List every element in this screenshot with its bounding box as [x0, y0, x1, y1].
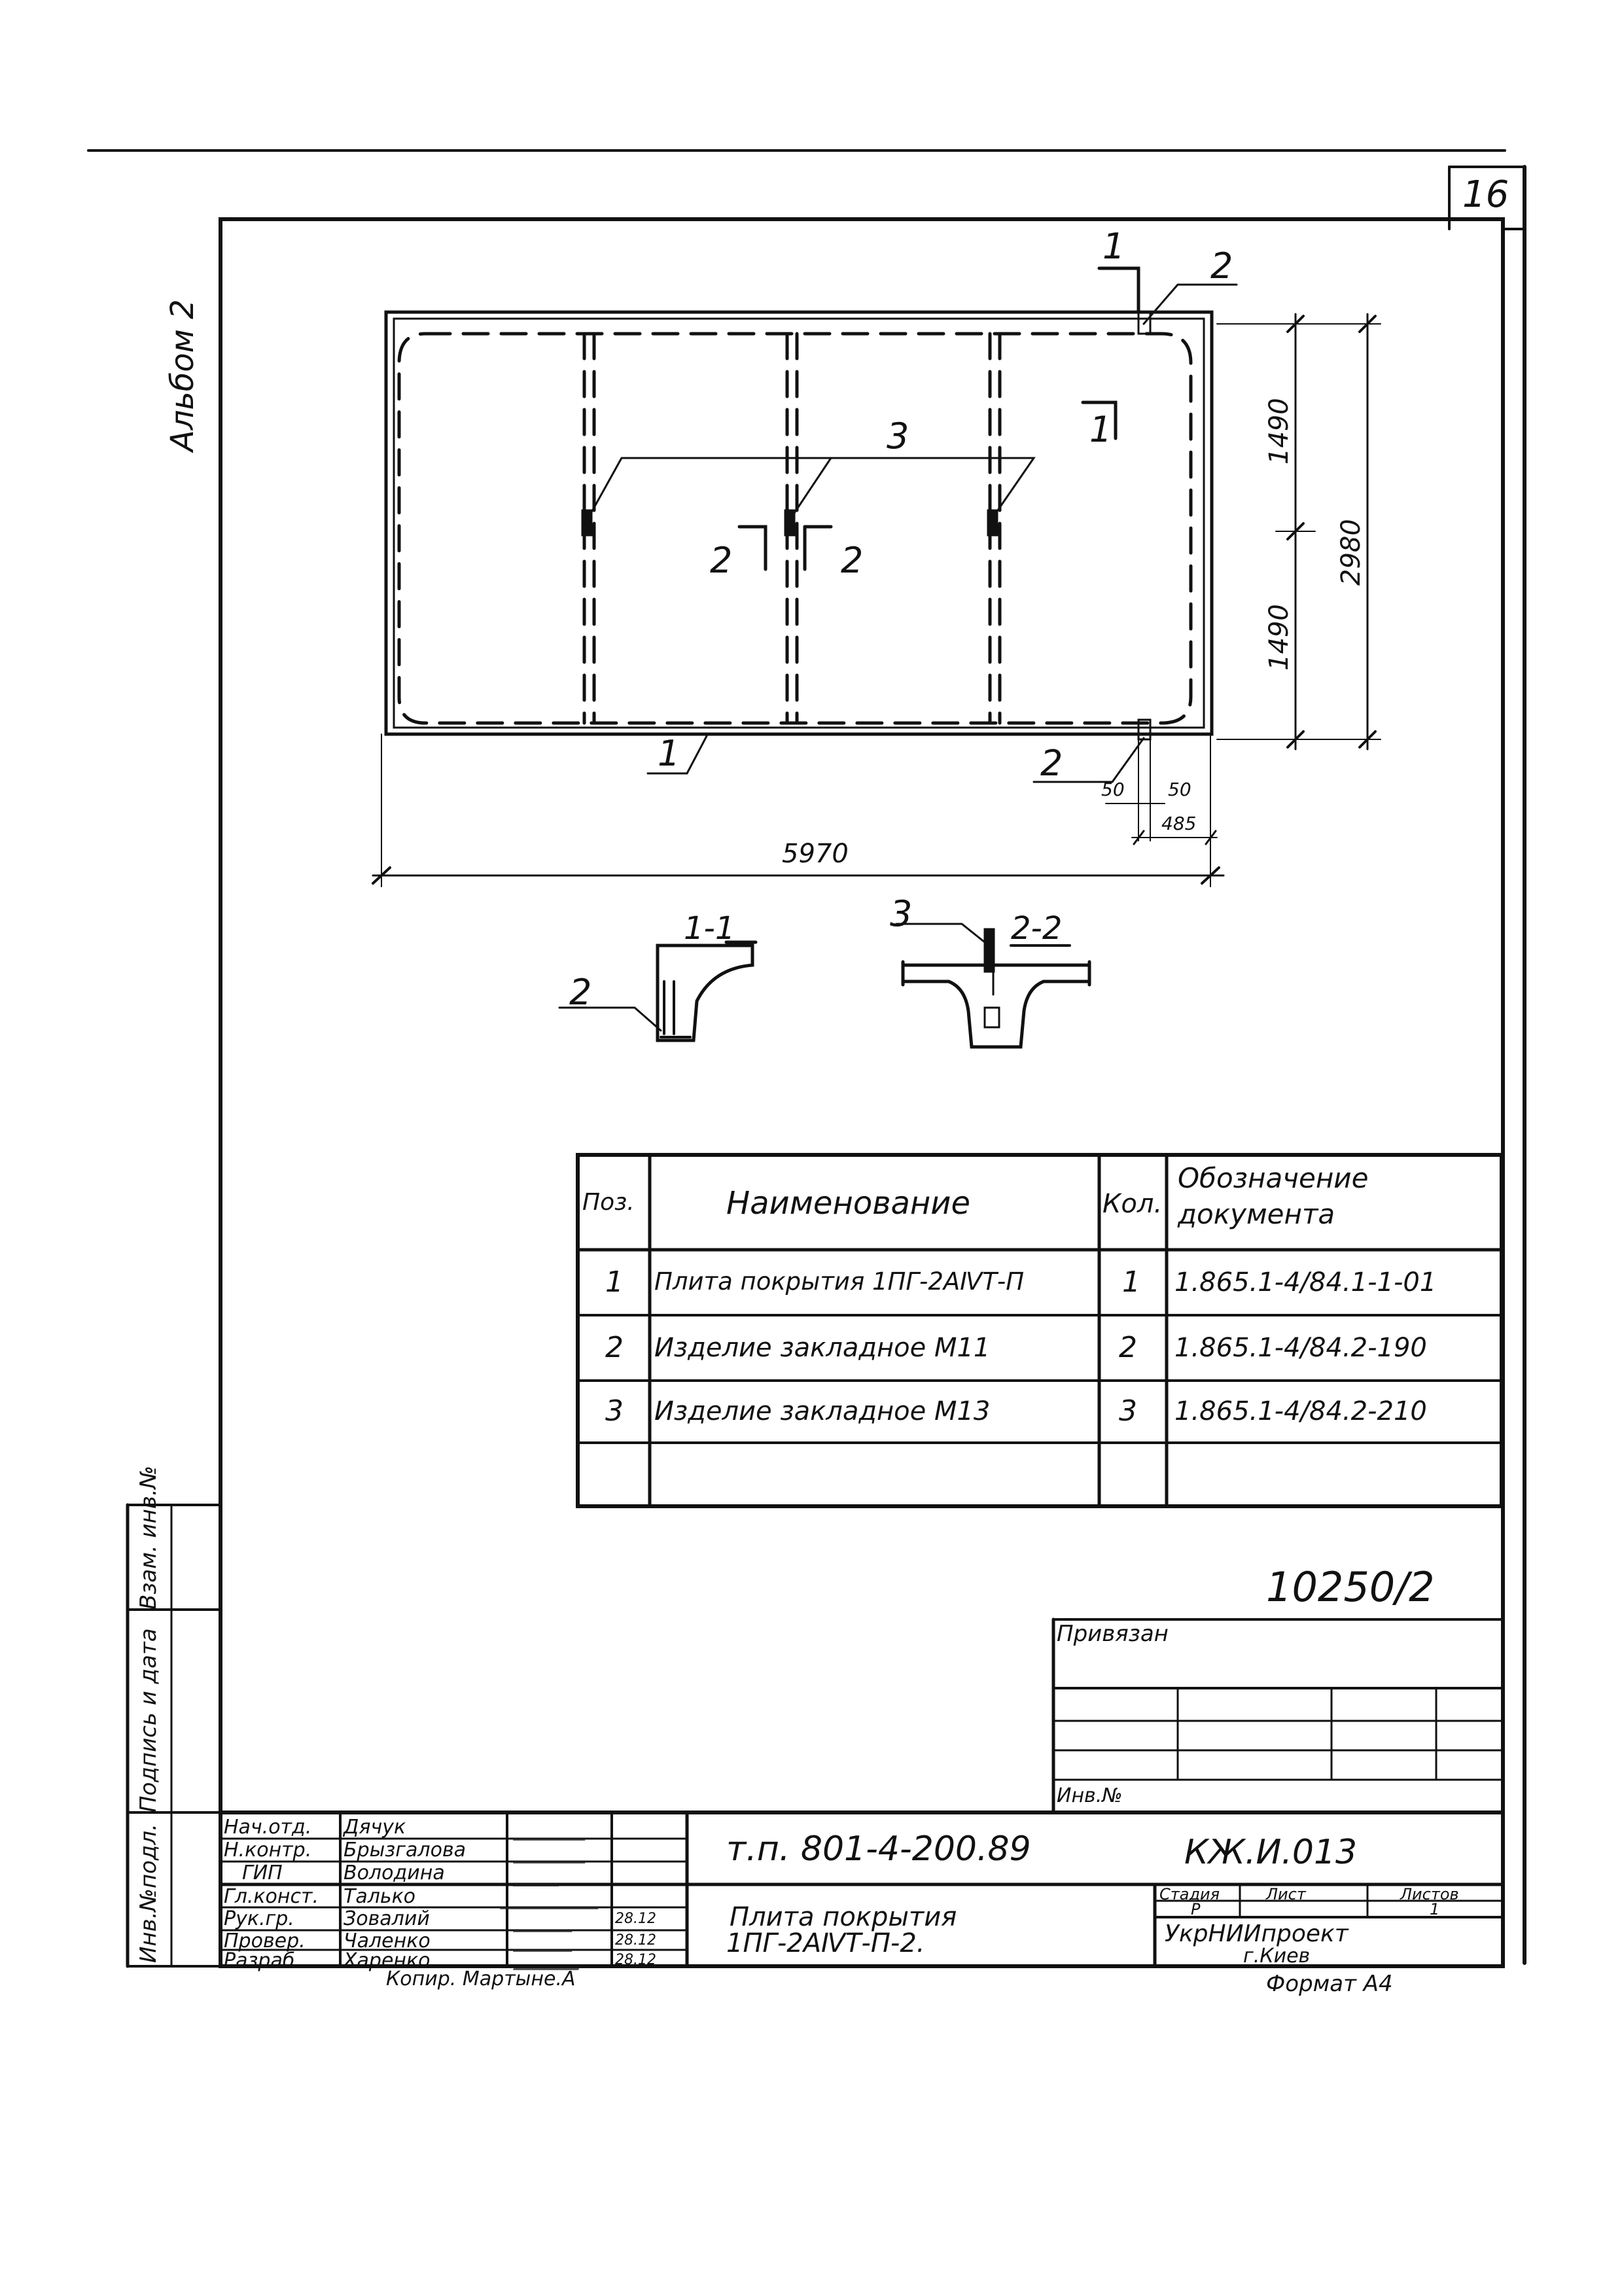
cut-1-bottom-label: 1: [1089, 409, 1112, 450]
table-row-3-qty: 3: [1119, 1394, 1137, 1428]
drawing-title-line1: Плита покрытия: [730, 1902, 957, 1932]
project-code: т.п. 801-4-200.89: [726, 1829, 1031, 1869]
staff-name: Талько: [344, 1885, 416, 1908]
staff-name: Дячук: [344, 1816, 406, 1839]
cut-2-left-label: 2: [710, 540, 733, 581]
dim-edge-a: 50: [1101, 779, 1125, 800]
binding-inv-label: Инв.№: [1057, 1784, 1123, 1807]
sheet-number: 16: [1462, 173, 1509, 216]
staff-name: Чаленко: [344, 1930, 431, 1952]
staff-role: ГИП: [242, 1862, 283, 1884]
table-row-2-doc: 1.865.1-4/84.2-190: [1174, 1333, 1427, 1363]
drawing-title-line2: 1ПГ-2АⅣТ-П-2.: [726, 1928, 925, 1958]
album-label: Альбом 2: [164, 299, 201, 451]
table-header-doc-line1: Обозначение: [1178, 1162, 1369, 1194]
signature-scribble: [512, 1911, 580, 1932]
pos-1-label: 1: [658, 733, 680, 774]
table-row-1-name: Плита покрытия 1ПГ-2АⅣТ-П: [654, 1267, 1025, 1296]
table-row-1-doc: 1.865.1-4/84.1-1-01: [1174, 1267, 1437, 1298]
staff-date: 28.12: [615, 1911, 656, 1927]
dim-edge-b: 50: [1168, 779, 1191, 800]
staff-role: Н.контр.: [224, 1839, 312, 1862]
drawing-code: КЖ.И.013: [1184, 1833, 1358, 1872]
signature-scribble: [512, 1842, 593, 1863]
table-row-1-pos: 1: [605, 1265, 624, 1299]
dim-edge-c: 485: [1161, 813, 1197, 834]
section-1-pos-label: 2: [569, 972, 592, 1013]
table-row-3-pos: 3: [605, 1394, 624, 1428]
dim-half-bottom: 1490: [1264, 604, 1294, 671]
dim-height: 2980: [1336, 519, 1366, 586]
side-label-inv-orig: Инв.№подл.: [135, 1824, 162, 1963]
staff-name: Харенко: [344, 1949, 431, 1972]
staff-name: Володина: [344, 1862, 445, 1884]
table-row-2-pos: 2: [605, 1331, 624, 1364]
staff-role: Гл.конст.: [224, 1885, 319, 1908]
table-row-2-qty: 2: [1119, 1331, 1137, 1364]
staff-role: Разраб.: [224, 1949, 301, 1972]
pos-2-bottom-label: 2: [1040, 743, 1063, 784]
sheets-value: 1: [1430, 1900, 1440, 1918]
signature-scribble: [512, 1819, 593, 1841]
table-row-2-name: Изделие закладное М11: [654, 1333, 991, 1363]
staff-role: Нач.отд.: [224, 1816, 312, 1839]
signature-scribble: [512, 1865, 567, 1886]
staff-role: Рук.гр.: [224, 1907, 294, 1930]
table-row-3-doc: 1.865.1-4/84.2-210: [1174, 1396, 1427, 1426]
side-label-vz-inv: Взам. инв.№: [135, 1465, 162, 1610]
copied-label: Копир. Мартыне.А: [386, 1968, 576, 1990]
table-header-pos: Поз.: [582, 1189, 635, 1216]
dim-width: 5970: [782, 839, 849, 869]
table-row-3-name: Изделие закладное М13: [654, 1396, 991, 1426]
section-2-title: 2-2: [1011, 910, 1063, 947]
table-header-qty: Кол.: [1102, 1189, 1163, 1219]
binding-label: Привязан: [1057, 1621, 1169, 1647]
signature-scribble: [499, 1888, 607, 1909]
cut-2-right-label: 2: [841, 540, 864, 581]
table-header-doc-line2: документа: [1178, 1198, 1335, 1230]
stage-value: Р: [1191, 1900, 1201, 1918]
org-line1: УкрНИИпроект: [1165, 1920, 1349, 1947]
sheets-label: Листов: [1400, 1885, 1459, 1903]
dim-half-top: 1490: [1264, 398, 1294, 465]
table-header-name: Наименование: [726, 1185, 971, 1222]
pos-3-label: 3: [887, 415, 909, 457]
section-2-pos-label: 3: [890, 893, 913, 934]
stage-label: Стадия: [1159, 1885, 1220, 1903]
table-row-1-qty: 1: [1122, 1265, 1140, 1299]
cut-1-top-label: 1: [1102, 226, 1125, 267]
section-1-title: 1-1: [684, 910, 735, 947]
pos-2-top-label: 2: [1210, 245, 1233, 287]
staff-role: Провер.: [224, 1930, 306, 1952]
side-label-sign-date: Подпись и дата: [135, 1628, 162, 1812]
stamp-number: 10250/2: [1266, 1563, 1435, 1611]
format-label: Формат А4: [1266, 1971, 1393, 1997]
staff-name: Зовалий: [344, 1907, 430, 1930]
sheet-label: Лист: [1266, 1885, 1306, 1903]
staff-date: 28.12: [615, 1952, 656, 1968]
staff-date: 28.12: [615, 1932, 656, 1949]
org-line2: г.Киев: [1243, 1945, 1311, 1968]
staff-name: Брызгалова: [344, 1839, 467, 1862]
